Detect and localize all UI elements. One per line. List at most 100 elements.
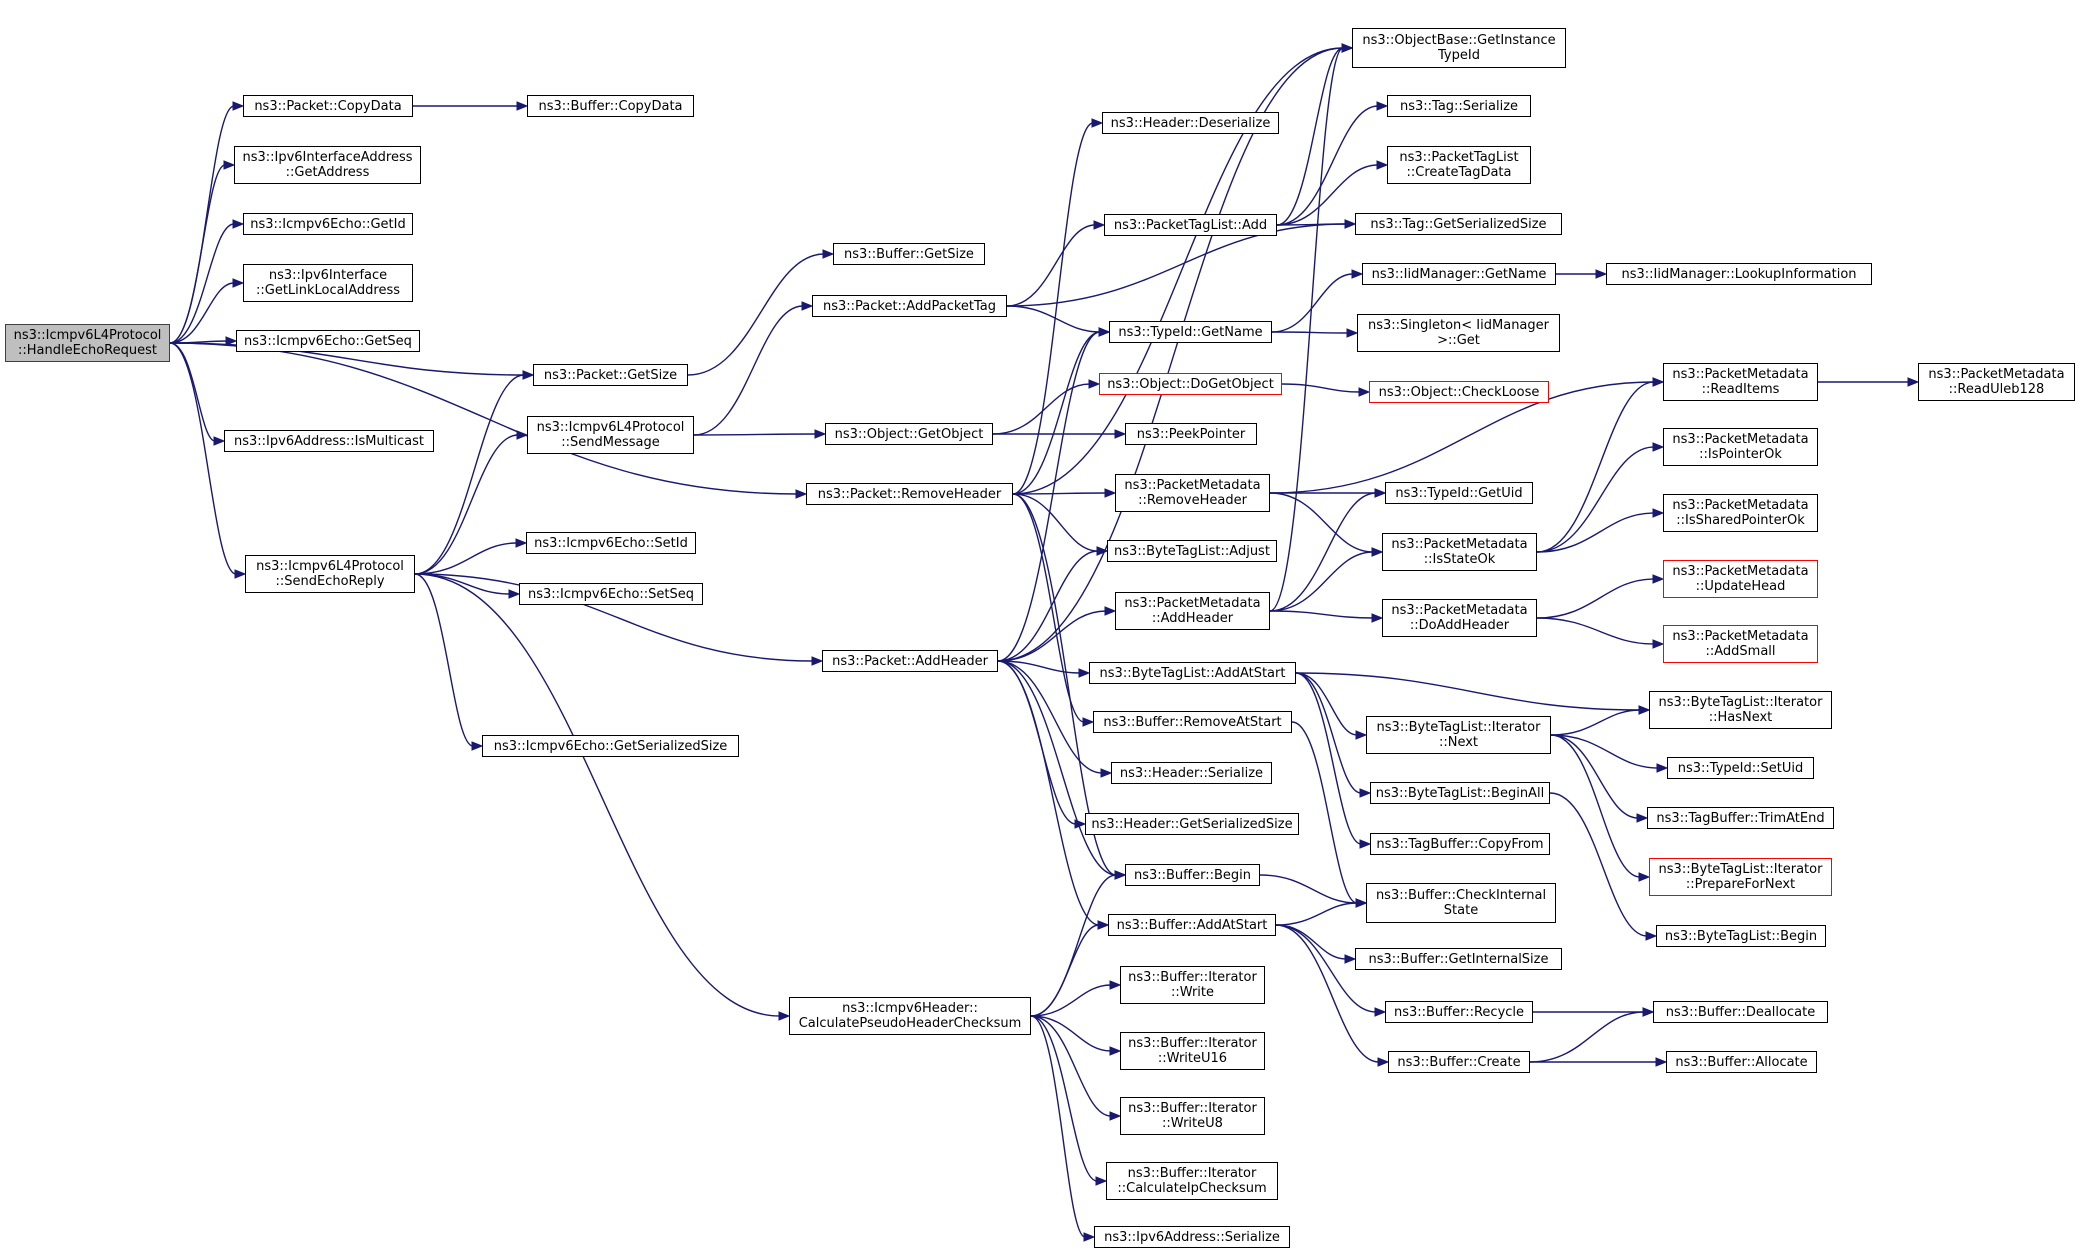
- node-packet-metadata-is-shared-pointer-ok[interactable]: ns3::PacketMetadata ::IsSharedPointerOk: [1663, 494, 1818, 532]
- node-ipv6-address-is-multicast[interactable]: ns3::Ipv6Address::IsMulticast: [224, 430, 434, 452]
- node-tag-buffer-copy-from[interactable]: ns3::TagBuffer::CopyFrom: [1370, 833, 1550, 855]
- node-buffer-remove-at-start[interactable]: ns3::Buffer::RemoveAtStart: [1093, 711, 1292, 733]
- node-icmpv6-echo-get-seq[interactable]: ns3::Icmpv6Echo::GetSeq: [236, 330, 420, 352]
- node-object-get-object[interactable]: ns3::Object::GetObject: [825, 423, 993, 445]
- call-edge: [1030, 924, 1100, 1017]
- node-packet-add-header[interactable]: ns3::Packet::AddHeader: [822, 650, 998, 672]
- node-packet-add-packet-tag[interactable]: ns3::Packet::AddPacketTag: [812, 295, 1007, 317]
- node-packet-tag-list-add[interactable]: ns3::PacketTagList::Add: [1104, 214, 1277, 236]
- node-header-get-serialized-size[interactable]: ns3::Header::GetSerializedSize: [1085, 813, 1299, 835]
- node-icmpv6-header-calculate-pseudo-header-checksum[interactable]: ns3::Icmpv6Header:: CalculatePseudoHeade…: [789, 997, 1031, 1035]
- node-buffer-get-size[interactable]: ns3::Buffer::GetSize: [833, 243, 985, 265]
- node-type-id-set-uid[interactable]: ns3::TypeId::SetUid: [1667, 757, 1814, 779]
- call-edge: [997, 331, 1101, 662]
- node-icmpv6-l4-protocol-send-message[interactable]: ns3::Icmpv6L4Protocol ::SendMessage: [527, 416, 694, 454]
- node-object-base-get-instance-type-id[interactable]: ns3::ObjectBase::GetInstance TypeId: [1352, 28, 1566, 68]
- call-edge-arrowhead: [1595, 269, 1608, 279]
- node-packet-metadata-do-add-header[interactable]: ns3::PacketMetadata ::DoAddHeader: [1382, 599, 1537, 637]
- node-packet-metadata-is-state-ok[interactable]: ns3::PacketMetadata ::IsStateOk: [1382, 533, 1537, 571]
- call-edge: [414, 573, 814, 662]
- node-packet-copy-data[interactable]: ns3::Packet::CopyData: [243, 95, 413, 117]
- call-edge-arrowhead: [515, 538, 528, 548]
- node-type-id-get-name[interactable]: ns3::TypeId::GetName: [1109, 321, 1272, 343]
- node-byte-tag-list-iterator-next[interactable]: ns3::ByteTagList::Iterator ::Next: [1366, 716, 1551, 754]
- node-packet-metadata-add-small[interactable]: ns3::PacketMetadata ::AddSmall: [1663, 625, 1818, 663]
- node-byte-tag-list-iterator-has-next[interactable]: ns3::ByteTagList::Iterator ::HasNext: [1649, 691, 1832, 729]
- node-type-id-get-uid[interactable]: ns3::TypeId::GetUid: [1385, 482, 1533, 504]
- call-edge-arrowhead: [1376, 160, 1389, 170]
- node-byte-tag-list-adjust[interactable]: ns3::ByteTagList::Adjust: [1107, 540, 1277, 562]
- call-edge-arrowhead: [223, 160, 236, 170]
- call-edge-arrowhead: [1098, 327, 1111, 337]
- node-buffer-allocate[interactable]: ns3::Buffer::Allocate: [1666, 1051, 1817, 1073]
- node-icmpv6-echo-set-id[interactable]: ns3::Icmpv6Echo::SetId: [526, 532, 696, 554]
- node-packet-metadata-read-items[interactable]: ns3::PacketMetadata ::ReadItems: [1663, 363, 1818, 401]
- call-edge-arrowhead: [1652, 377, 1665, 387]
- node-tag-get-serialized-size[interactable]: ns3::Tag::GetSerializedSize: [1355, 213, 1562, 235]
- node-packet-tag-list-create-tag-data[interactable]: ns3::PacketTagList ::CreateTagData: [1387, 146, 1531, 184]
- node-packet-metadata-read-uleb128[interactable]: ns3::PacketMetadata ::ReadUleb128: [1918, 363, 2075, 401]
- node-byte-tag-list-begin[interactable]: ns3::ByteTagList::Begin: [1656, 925, 1826, 947]
- node-buffer-iterator-write-u16[interactable]: ns3::Buffer::Iterator ::WriteU16: [1120, 1032, 1265, 1070]
- node-ipv6-interface-get-link-local-address[interactable]: ns3::Ipv6Interface ::GetLinkLocalAddress: [243, 264, 413, 302]
- node-buffer-deallocate[interactable]: ns3::Buffer::Deallocate: [1653, 1001, 1828, 1023]
- node-buffer-iterator-write-u8[interactable]: ns3::Buffer::Iterator ::WriteU8: [1120, 1097, 1265, 1135]
- node-ipv6-address-serialize[interactable]: ns3::Ipv6Address::Serialize: [1094, 1226, 1290, 1248]
- node-buffer-get-internal-size[interactable]: ns3::Buffer::GetInternalSize: [1355, 948, 1562, 970]
- node-object-check-loose[interactable]: ns3::Object::CheckLoose: [1369, 381, 1549, 403]
- call-edge: [997, 660, 1117, 876]
- node-packet-metadata-update-head[interactable]: ns3::PacketMetadata ::UpdateHead: [1663, 560, 1818, 598]
- call-edge: [1291, 721, 1358, 904]
- node-buffer-iterator-write[interactable]: ns3::Buffer::Iterator ::Write: [1120, 966, 1265, 1004]
- node-packet-metadata-is-pointer-ok[interactable]: ns3::PacketMetadata ::IsPointerOk: [1663, 428, 1818, 466]
- call-edge-arrowhead: [1100, 768, 1113, 778]
- call-edge: [1030, 1015, 1086, 1238]
- node-icmpv6-echo-get-id[interactable]: ns3::Icmpv6Echo::GetId: [243, 213, 413, 235]
- call-edge-arrowhead: [1114, 870, 1127, 880]
- node-iid-manager-get-name[interactable]: ns3::IidManager::GetName: [1362, 263, 1556, 285]
- call-edge-arrowhead: [522, 370, 535, 380]
- node-peek-pointer[interactable]: ns3::PeekPointer: [1125, 423, 1257, 445]
- call-edge: [997, 660, 1077, 825]
- node-buffer-create[interactable]: ns3::Buffer::Create: [1388, 1051, 1530, 1073]
- call-edge: [1006, 223, 1347, 307]
- node-buffer-recycle[interactable]: ns3::Buffer::Recycle: [1385, 1001, 1533, 1023]
- node-tag-buffer-trim-at-end[interactable]: ns3::TagBuffer::TrimAtEnd: [1647, 807, 1834, 829]
- node-iid-manager-lookup-information[interactable]: ns3::IidManager::LookupInformation: [1606, 263, 1872, 285]
- call-edge-arrowhead: [811, 656, 824, 666]
- call-edge-arrowhead: [801, 301, 814, 311]
- call-edge-arrowhead: [516, 430, 529, 440]
- call-edge-arrowhead: [232, 219, 245, 229]
- node-icmpv6-echo-get-serialized-size[interactable]: ns3::Icmpv6Echo::GetSerializedSize: [482, 735, 739, 757]
- call-edge-arrowhead: [516, 101, 529, 111]
- node-tag-serialize[interactable]: ns3::Tag::Serialize: [1387, 95, 1531, 117]
- node-ipv6-interface-address-get-address[interactable]: ns3::Ipv6InterfaceAddress ::GetAddress: [234, 146, 421, 184]
- node-icmpv6-l4-protocol-send-echo-reply[interactable]: ns3::Icmpv6L4Protocol ::SendEchoReply: [245, 555, 415, 593]
- call-edge: [1275, 924, 1380, 1063]
- node-buffer-iterator-calculate-ip-checksum[interactable]: ns3::Buffer::Iterator ::CalculateIpCheck…: [1106, 1162, 1278, 1200]
- node-singleton-iid-manager-get[interactable]: ns3::Singleton< IidManager >::Get: [1357, 314, 1560, 352]
- call-edge-arrowhead: [1652, 442, 1665, 452]
- node-buffer-copy-data[interactable]: ns3::Buffer::CopyData: [527, 95, 694, 117]
- node-packet-metadata-remove-header[interactable]: ns3::PacketMetadata ::RemoveHeader: [1115, 474, 1270, 512]
- node-byte-tag-list-add-at-start[interactable]: ns3::ByteTagList::AddAtStart: [1089, 662, 1296, 684]
- call-edge: [1276, 164, 1379, 226]
- call-edge-arrowhead: [1355, 898, 1368, 908]
- node-byte-tag-list-iterator-prepare-for-next[interactable]: ns3::ByteTagList::Iterator ::PrepareForN…: [1649, 858, 1832, 896]
- node-header-deserialize[interactable]: ns3::Header::Deserialize: [1102, 112, 1279, 134]
- node-icmpv6-echo-set-seq[interactable]: ns3::Icmpv6Echo::SetSeq: [519, 583, 703, 605]
- node-buffer-check-internal-state[interactable]: ns3::Buffer::CheckInternal State: [1366, 883, 1556, 923]
- call-edge: [414, 542, 518, 575]
- node-packet-metadata-add-header[interactable]: ns3::PacketMetadata ::AddHeader: [1115, 592, 1270, 630]
- node-buffer-begin[interactable]: ns3::Buffer::Begin: [1125, 864, 1260, 886]
- node-buffer-add-at-start[interactable]: ns3::Buffer::AddAtStart: [1108, 914, 1276, 936]
- call-edge: [1269, 47, 1344, 612]
- node-header-serialize[interactable]: ns3::Header::Serialize: [1111, 762, 1272, 784]
- node-byte-tag-list-begin-all[interactable]: ns3::ByteTagList::BeginAll: [1370, 782, 1550, 804]
- node-packet-remove-header[interactable]: ns3::Packet::RemoveHeader: [806, 483, 1013, 505]
- call-edge-arrowhead: [234, 569, 247, 579]
- node-packet-get-size[interactable]: ns3::Packet::GetSize: [533, 364, 688, 386]
- call-edge-arrowhead: [1638, 872, 1651, 882]
- node-object-do-get-object[interactable]: ns3::Object::DoGetObject: [1099, 373, 1282, 395]
